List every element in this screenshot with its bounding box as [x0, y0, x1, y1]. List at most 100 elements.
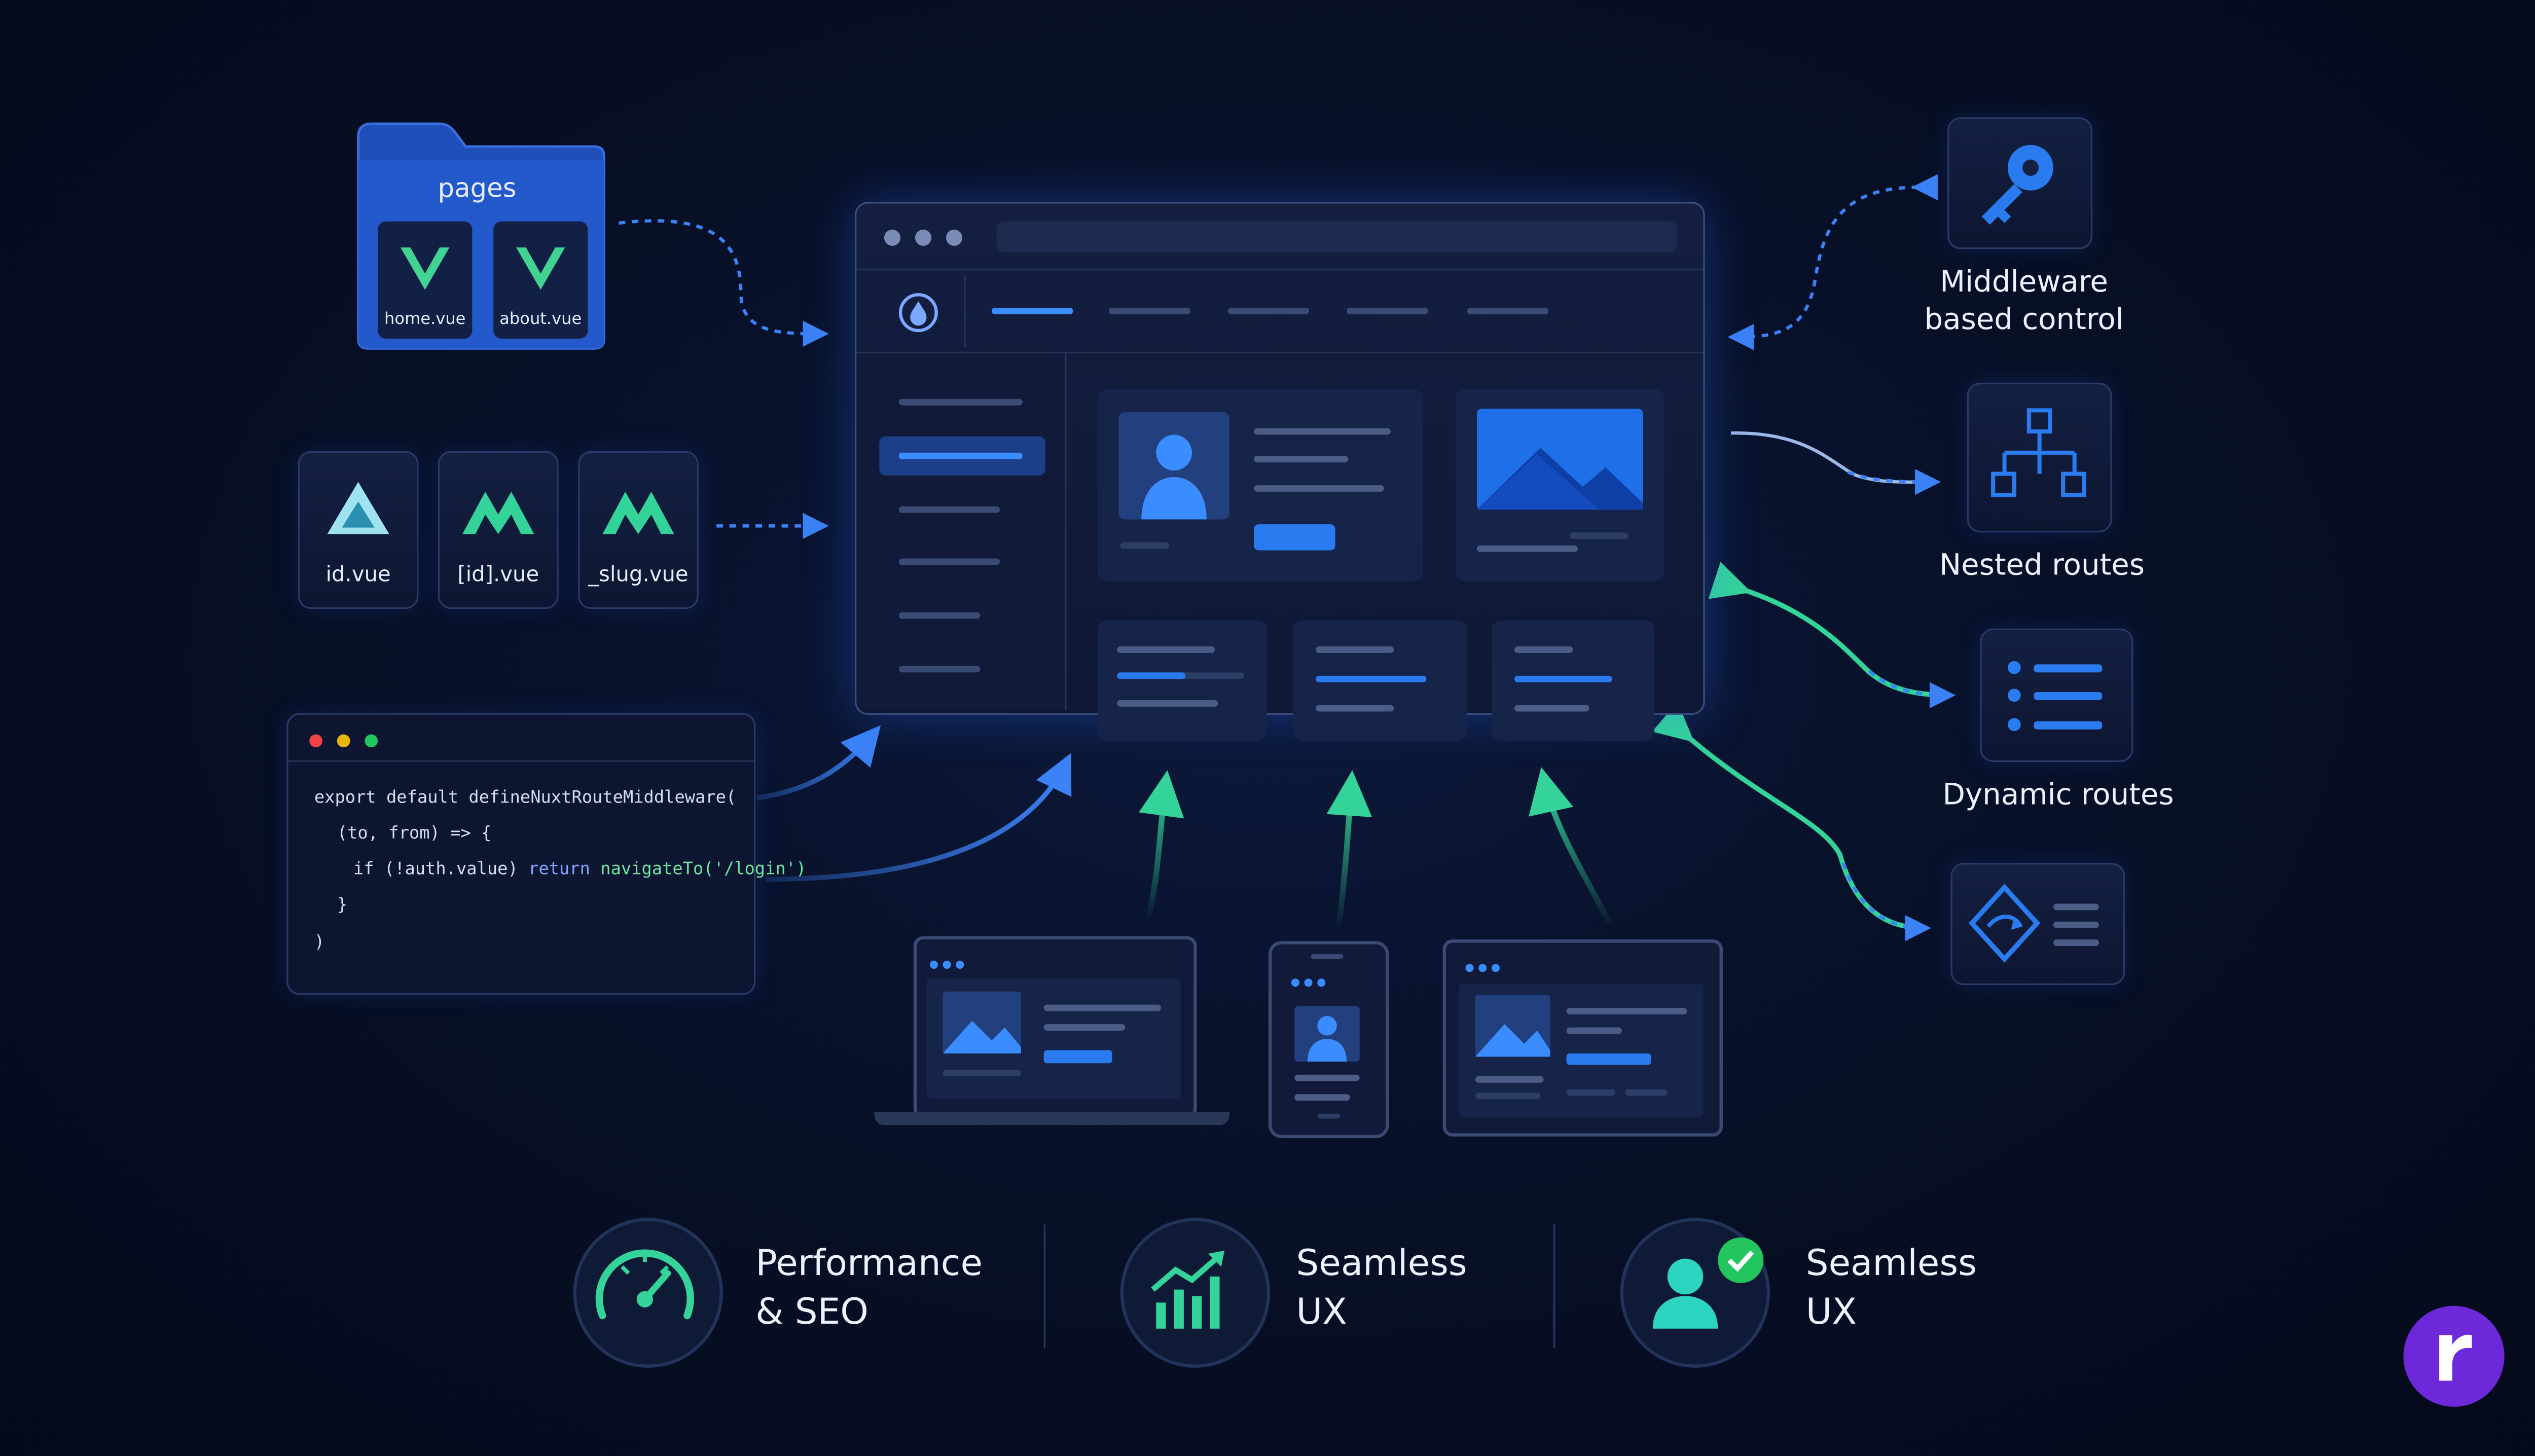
code-line-4: }: [337, 895, 348, 915]
code-condition: if (!auth.value): [353, 859, 529, 880]
code-editor: export default defineNuxtRouteMiddleware…: [286, 713, 806, 995]
file-name: [id].vue: [457, 563, 539, 588]
sidebar-item[interactable]: [898, 398, 1023, 406]
profile-line: [1254, 456, 1349, 463]
content-card: [1293, 620, 1467, 741]
nav-item[interactable]: [1227, 308, 1310, 314]
feature-label: Seamless UX: [1805, 1244, 1977, 1334]
window-dot: [915, 229, 932, 246]
file-bracket-id-vue[interactable]: [id].vue: [438, 451, 559, 609]
image-card: [1456, 389, 1664, 581]
tablet-device: [1442, 939, 1723, 1137]
file-name: about.vue: [499, 311, 582, 329]
file-name: id.vue: [325, 563, 391, 588]
drop-logo-icon: [898, 293, 938, 333]
code-line-2: (to, from) => {: [337, 824, 492, 844]
arrow-pages-to-app: [619, 219, 829, 347]
code-header-divider: [288, 760, 754, 762]
nuxt-logo-icon: [602, 491, 674, 534]
file-name: home.vue: [384, 311, 466, 329]
avatar: [1118, 412, 1229, 520]
arrow-phone-up: [1326, 770, 1372, 929]
window-dot: [884, 229, 901, 246]
image-placeholder-icon: [1477, 409, 1643, 552]
content-card: [1491, 620, 1655, 741]
nav-item-active[interactable]: [991, 308, 1073, 314]
file-slug-vue[interactable]: _slug.vue: [578, 451, 699, 609]
arrow-laptop-up: [1139, 770, 1184, 921]
sidebar-item-active-bar: [898, 452, 1023, 459]
nested-routes-label: Nested routes: [1939, 549, 2145, 583]
nuxt-logo-icon: [327, 482, 389, 534]
feature-seamless-ux-2: Seamless UX: [1620, 1218, 2011, 1368]
sidebar-item[interactable]: [898, 506, 1000, 513]
address-bar[interactable]: [996, 221, 1678, 252]
nav-item[interactable]: [1109, 308, 1190, 314]
code-line-3: if (!auth.value) return navigateTo('/log…: [353, 860, 806, 880]
code-function: navigateTo('/login'): [600, 859, 807, 880]
diamond-arrow-icon: [1968, 884, 2099, 963]
content-card: [1097, 620, 1267, 741]
code-keyword: return: [528, 859, 590, 880]
file-about-vue[interactable]: about.vue: [493, 221, 588, 339]
feature-label: Seamless UX: [1296, 1244, 1467, 1334]
profile-action-button[interactable]: [1254, 524, 1335, 551]
window-min-dot: [337, 734, 350, 748]
nested-routes-icon-box: [1967, 382, 2112, 533]
middleware-label: Middleware based control: [1924, 265, 2124, 337]
list-icon: [2008, 661, 2103, 732]
sidebar-item[interactable]: [898, 666, 981, 673]
profile-card: [1097, 389, 1424, 581]
nav-item[interactable]: [1467, 308, 1549, 314]
brand-logo[interactable]: [2403, 1305, 2505, 1407]
app-browser-window: [855, 202, 1705, 741]
arrow-nested: [1730, 431, 1938, 484]
nav-item[interactable]: [1347, 308, 1428, 314]
image-placeholder-icon: [943, 991, 1161, 1076]
speedometer-icon: [595, 1249, 694, 1320]
code-line-5: ): [314, 933, 325, 953]
pages-folder: pages home.vue about.vue: [355, 121, 607, 352]
file-id-vue[interactable]: id.vue: [298, 451, 419, 609]
feature-performance: Performance & SEO: [573, 1218, 997, 1368]
feature-label: Performance & SEO: [755, 1244, 983, 1334]
file-home-vue[interactable]: home.vue: [378, 221, 473, 339]
arrow-code-to-app-1: [756, 725, 881, 800]
header-bottom-divider: [856, 351, 1704, 353]
header-divider-v: [964, 275, 966, 347]
sitemap-icon: [1991, 408, 2086, 497]
arrow-tablet-up: [1529, 767, 1615, 930]
arrow-code-to-app-2: [765, 753, 1072, 882]
dynamic-routes-icon-box: [1980, 628, 2133, 762]
middleware-icon-box: [1947, 117, 2093, 249]
app-sidebar: [856, 353, 1067, 710]
transition-icon-box: [1950, 863, 2125, 986]
arrow-dynamic-routes: [1708, 562, 1951, 698]
vue-logo-icon: [401, 247, 450, 290]
feature-seamless-ux-1: Seamless UX: [1120, 1218, 1511, 1368]
arrow-transitions: [1652, 702, 1925, 931]
file-name: _slug.vue: [588, 563, 689, 588]
brand-logo-icon: [2439, 1334, 2472, 1381]
laptop-device: [874, 936, 1229, 1129]
arrow-middleware: [1727, 174, 1938, 350]
feature-divider: [1043, 1224, 1045, 1349]
image-placeholder-icon: [1475, 995, 1687, 1099]
sidebar-item[interactable]: [898, 558, 1000, 565]
code-line-1: export default defineNuxtRouteMiddleware…: [314, 788, 737, 808]
profile-line: [1254, 485, 1384, 492]
growth-chart-icon: [1151, 1250, 1225, 1329]
phone-device: [1268, 941, 1389, 1138]
sidebar-item[interactable]: [898, 612, 981, 619]
pages-folder-title: pages: [438, 172, 517, 204]
key-icon: [1981, 144, 2053, 225]
dynamic-routes-label: Dynamic routes: [1942, 778, 2174, 813]
window-close-dot: [309, 734, 322, 748]
profile-line: [1254, 428, 1391, 435]
nuxt-logo-icon: [462, 491, 534, 534]
browser-divider: [856, 268, 1704, 271]
user-icon: [1141, 434, 1207, 520]
profile-line: [1120, 542, 1170, 549]
vue-logo-icon: [516, 247, 565, 290]
